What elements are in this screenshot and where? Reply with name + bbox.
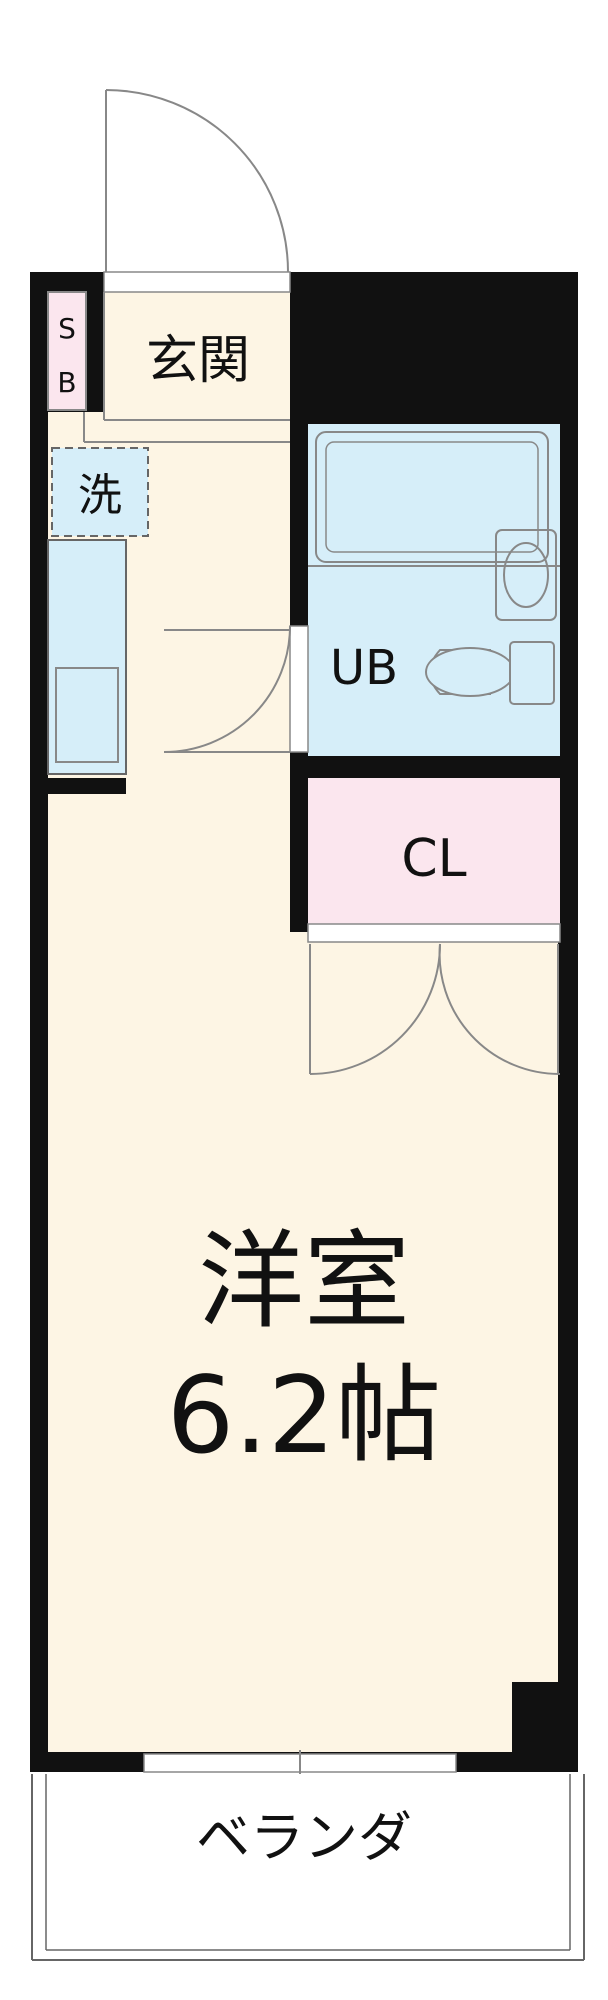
kitchen-counter (47, 539, 127, 775)
main-room-floor-lower (48, 932, 558, 1752)
shoe-box-label-bottom: B (57, 366, 76, 399)
closet-door-right-swing (438, 943, 561, 1076)
toilet-bowl (425, 647, 515, 697)
washer-label: 洗 (78, 470, 122, 521)
closet-label: CL (401, 829, 466, 889)
washer-space (51, 447, 149, 537)
balcony (32, 1774, 584, 1960)
main-room-label: 洋室 (198, 1220, 410, 1343)
bathtub (315, 431, 549, 563)
sink-basin (495, 529, 557, 621)
closet (308, 778, 560, 924)
bath-label: UB (330, 640, 398, 696)
kitchen-wall-stub (30, 778, 126, 794)
bath-door-swing (163, 625, 291, 753)
pillar (512, 1682, 572, 1768)
sink-bowl (503, 542, 549, 608)
bathtub-inner (325, 441, 539, 553)
unit-bath (308, 424, 560, 756)
entry-door-frame (103, 271, 291, 293)
main-room-size: 6.2帖 (167, 1354, 442, 1477)
shoe-box (47, 291, 87, 411)
shoe-box-label-top: S (58, 312, 76, 345)
closet-door-left-swing (309, 943, 441, 1075)
entry-door-swing (105, 89, 289, 273)
entrance-label: 玄関 (146, 331, 250, 391)
toilet-tank (509, 641, 555, 705)
closet-rail (307, 923, 561, 943)
entrance-floor (104, 292, 290, 412)
bath-door-frame (289, 625, 309, 753)
kitchen-sink (55, 667, 119, 763)
balcony-label: ベランダ (196, 1806, 412, 1869)
